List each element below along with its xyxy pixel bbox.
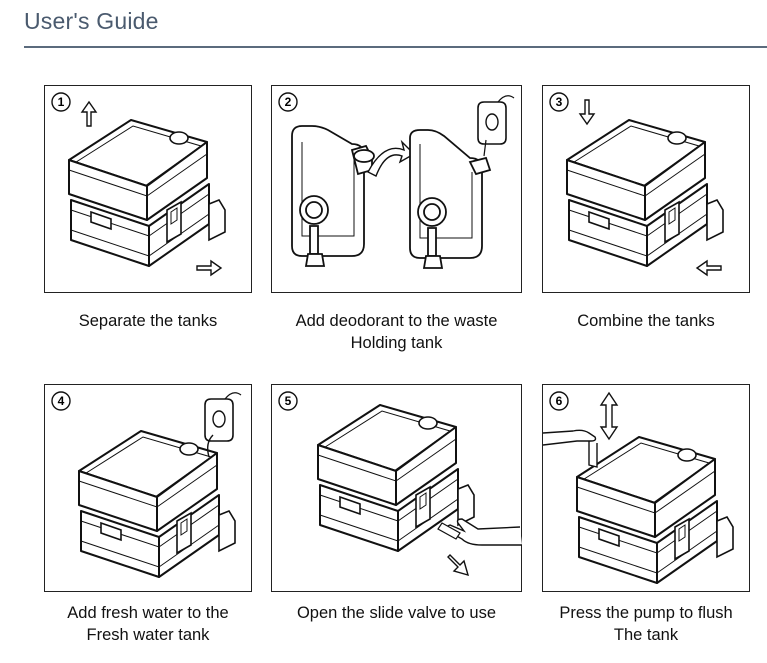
step-4-caption-line1: Add fresh water to the xyxy=(67,604,229,622)
step-4-number: 4 xyxy=(58,394,65,408)
arrow-up-icon xyxy=(80,100,98,127)
step-2-panel: 2 xyxy=(271,85,522,293)
step-1-number: 1 xyxy=(58,95,65,109)
arrow-up-down-icon xyxy=(599,391,619,441)
step-5-caption: Open the slide valve to use xyxy=(296,604,497,622)
step-3-panel: 3 xyxy=(542,85,750,293)
page-title: User's Guide xyxy=(24,8,159,34)
step-1-panel: 1 xyxy=(44,85,252,293)
waste-tank-left xyxy=(291,125,375,267)
step-3-number: 3 xyxy=(556,95,563,109)
step-2-number: 2 xyxy=(285,95,292,109)
arrow-right-icon xyxy=(196,259,223,277)
step-2-caption-line1: Add deodorant to the waste xyxy=(295,312,498,330)
title-divider xyxy=(24,46,767,48)
hand-icon xyxy=(543,429,597,446)
curved-arrow-icon xyxy=(367,139,416,177)
step-3-caption: Combine the tanks xyxy=(577,312,715,330)
waste-tank-right xyxy=(409,129,492,269)
step-5-number: 5 xyxy=(285,394,292,408)
step-6-panel: 6 xyxy=(542,384,750,592)
step-4-panel: 4 xyxy=(44,384,252,592)
step-1-caption: Separate the tanks xyxy=(78,312,218,330)
step-6-caption-line1: Press the pump to flush xyxy=(559,604,733,622)
step-2-caption-line2: Holding tank xyxy=(350,334,443,352)
step-5-panel: 5 xyxy=(271,384,522,592)
arrow-down-icon xyxy=(578,99,596,126)
arrow-down-right-icon xyxy=(447,554,470,577)
step-6-caption-line2: The tank xyxy=(613,626,679,644)
step-4-caption-line2: Fresh water tank xyxy=(86,626,210,644)
arrow-left-icon xyxy=(695,259,722,277)
step-6-number: 6 xyxy=(556,394,563,408)
